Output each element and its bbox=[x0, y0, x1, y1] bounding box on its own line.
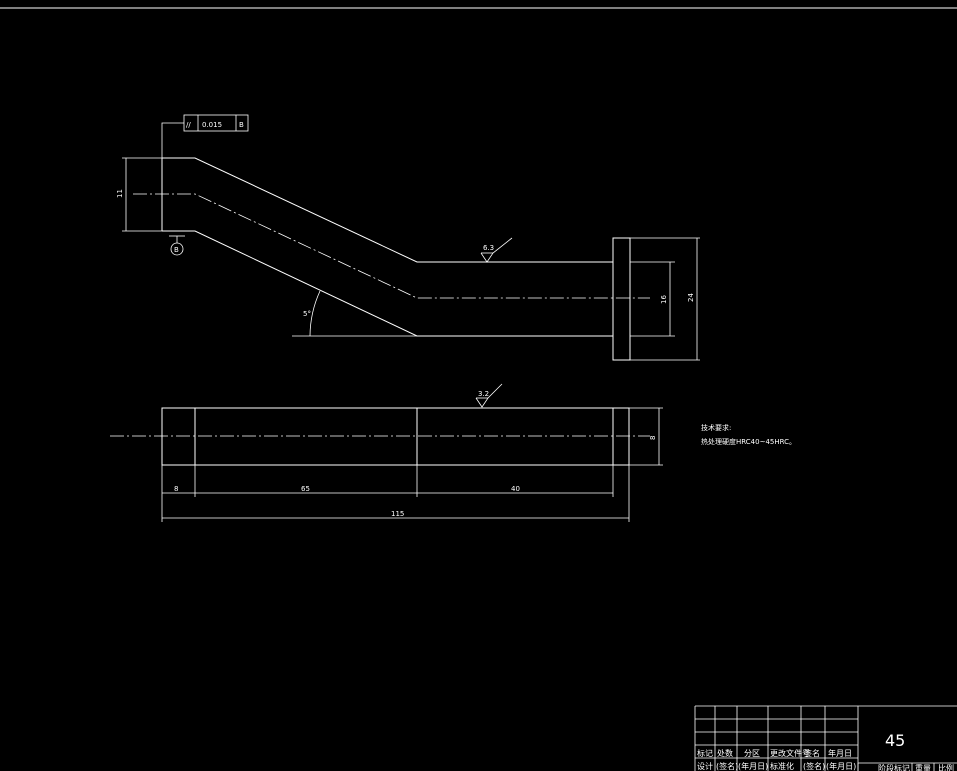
tolerance-value: 0.015 bbox=[202, 121, 222, 129]
tb-bottom-label-3: 比例 bbox=[938, 763, 954, 771]
tb-row-label-6: 年月日 bbox=[828, 748, 852, 758]
tb-bottom-label-2: 重量 bbox=[915, 763, 931, 771]
tb-row2-label-2: (签名) bbox=[716, 761, 738, 771]
tb-row2-label-4: 标准化 bbox=[770, 761, 794, 771]
tb-row2-label-6: (年月日) bbox=[826, 761, 856, 771]
tb-row-label-4: 更改文件号 bbox=[770, 748, 810, 758]
roughness-value-top: 6.3 bbox=[483, 244, 494, 252]
angle-text: 5° bbox=[303, 310, 311, 318]
datum-circle bbox=[170, 242, 184, 256]
dim-outer-width-text: 24 bbox=[687, 293, 695, 302]
bottom-view: 8 3.2 8 65 40 115 bbox=[110, 383, 663, 522]
tb-row-label-1: 标记 bbox=[697, 748, 713, 758]
roughness-symbol-side bbox=[475, 383, 503, 408]
arm-upper-edge bbox=[162, 157, 613, 263]
tolerance-frame bbox=[183, 114, 249, 132]
tb-row-label-5: 签名 bbox=[804, 748, 820, 758]
dim-left-height-text: 11 bbox=[116, 189, 124, 198]
right-boss bbox=[612, 237, 631, 361]
roughness-symbol-top bbox=[480, 237, 513, 263]
tb-row2-label-5: (签名) bbox=[803, 761, 825, 771]
dim-total-text: 115 bbox=[391, 510, 404, 518]
notes-title: 技术要求: bbox=[701, 423, 731, 432]
top-view: 24 16 11 // 0.015 B B 5° 6.3 bbox=[116, 114, 700, 361]
parallelism-symbol: // bbox=[186, 121, 191, 129]
tb-material: 45 bbox=[885, 731, 905, 750]
tb-row-label-3: 分区 bbox=[744, 749, 760, 758]
angle-arc bbox=[309, 290, 321, 337]
side-body bbox=[161, 407, 630, 466]
tb-row2-label-1: 设计 bbox=[697, 761, 713, 771]
notes-line-1: 热处理硬度HRC40~45HRC。 bbox=[701, 437, 796, 446]
dim-seg3-text: 40 bbox=[511, 485, 520, 493]
roughness-value-side: 3.2 bbox=[478, 390, 489, 398]
title-block: 45 标记 处数 分区 更改文件号 签名 年月日 设计 (签名) (年月日) 标… bbox=[694, 705, 957, 771]
dim-seg2-text: 65 bbox=[301, 485, 310, 493]
dim-inner-width-text: 16 bbox=[660, 295, 668, 304]
tb-bottom-label-1: 阶段标记 bbox=[878, 763, 910, 771]
technical-notes: 技术要求: 热处理硬度HRC40~45HRC。 bbox=[701, 423, 796, 446]
dim-thickness-text: 8 bbox=[649, 436, 657, 440]
tolerance-leader bbox=[161, 122, 184, 158]
datum-label: B bbox=[174, 246, 179, 254]
tb-row2-label-3: (年月日) bbox=[738, 761, 768, 771]
dim-seg1-text: 8 bbox=[174, 485, 178, 493]
arm-centerline bbox=[133, 193, 650, 299]
tolerance-datum: B bbox=[239, 121, 244, 129]
tb-row-label-2: 处数 bbox=[717, 748, 733, 758]
arm-lower-edge bbox=[162, 230, 613, 337]
